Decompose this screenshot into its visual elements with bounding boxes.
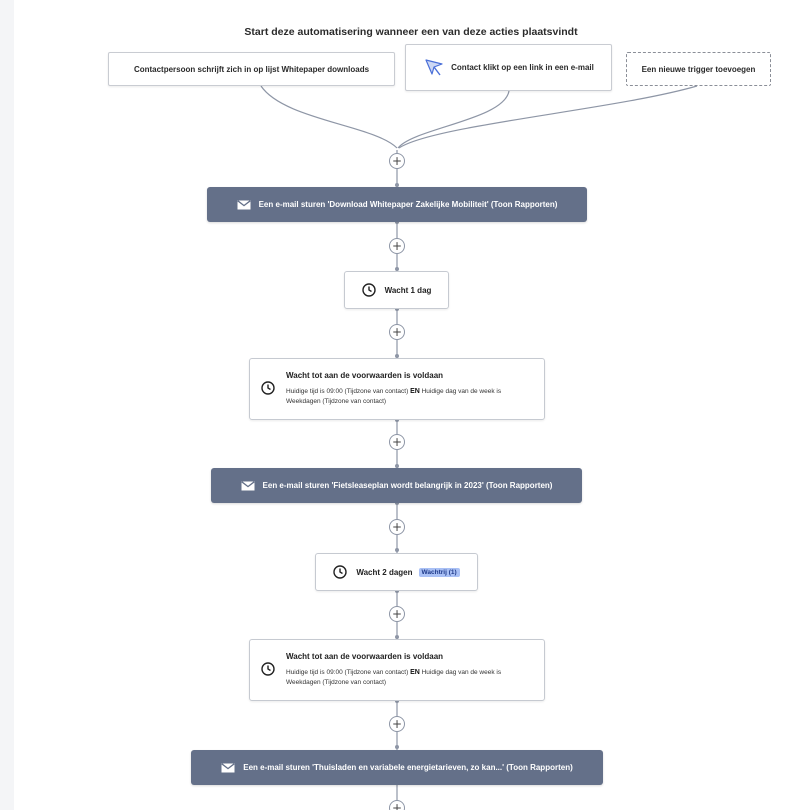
- email-step-label: Een e-mail sturen 'Thuisladen en variabe…: [243, 763, 573, 772]
- envelope-icon: [221, 762, 235, 773]
- trigger-link-click[interactable]: Contact klikt op een link in een e-mail: [405, 44, 612, 91]
- wait-until-condition-step[interactable]: Wacht tot aan de voorwaarden is voldaan …: [249, 358, 545, 420]
- trigger-label: Contactpersoon schrijft zich in op lijst…: [133, 64, 370, 74]
- plus-icon: +: [391, 801, 403, 810]
- trigger-connector-3: [398, 85, 698, 149]
- envelope-icon: [236, 199, 251, 210]
- add-step-button[interactable]: +: [389, 800, 405, 810]
- automation-canvas: Start deze automatisering wanneer een va…: [14, 0, 810, 810]
- email-step-label: Een e-mail sturen 'Fietsleaseplan wordt …: [262, 481, 553, 490]
- condition-description: Huidige tijd is 09:00 (Tijdzone van cont…: [286, 668, 536, 688]
- plus-icon: +: [391, 520, 403, 534]
- add-step-button[interactable]: +: [389, 519, 405, 535]
- condition-join: EN: [410, 388, 420, 395]
- add-step-button[interactable]: +: [389, 324, 405, 340]
- plus-icon: +: [391, 325, 403, 339]
- wait-step[interactable]: Wacht 2 dagen Wachtrij (1): [315, 553, 478, 591]
- condition-part-day: Huidige dag van de week is Weekdagen (Ti…: [286, 669, 502, 686]
- condition-title: Wacht tot aan de voorwaarden is voldaan: [286, 652, 444, 661]
- trigger-connector-1: [260, 85, 398, 149]
- trigger-connector-2: [397, 90, 510, 149]
- condition-part-time: Huidige tijd is 09:00 (Tijdzone van cont…: [286, 388, 409, 395]
- condition-description: Huidige tijd is 09:00 (Tijdzone van cont…: [286, 387, 536, 407]
- wait-until-condition-step[interactable]: Wacht tot aan de voorwaarden is voldaan …: [249, 639, 545, 701]
- add-step-button[interactable]: +: [389, 434, 405, 450]
- clock-icon: [361, 283, 376, 297]
- plus-icon: +: [391, 607, 403, 621]
- email-step-label: Een e-mail sturen 'Download Whitepaper Z…: [258, 200, 558, 209]
- send-email-step[interactable]: Een e-mail sturen 'Fietsleaseplan wordt …: [211, 468, 582, 503]
- plus-icon: +: [391, 435, 403, 449]
- clock-icon: [261, 662, 275, 676]
- wait-step[interactable]: Wacht 1 dag: [344, 271, 449, 309]
- send-email-step[interactable]: Een e-mail sturen 'Thuisladen en variabe…: [191, 750, 603, 785]
- clock-icon: [333, 565, 348, 579]
- add-step-button[interactable]: +: [389, 716, 405, 732]
- trigger-label: Contact klikt op een link in een e-mail: [451, 63, 594, 72]
- add-trigger-label: Een nieuwe trigger toevoegen: [641, 64, 756, 74]
- workflow-title: Start deze automatisering wanneer een va…: [244, 26, 578, 38]
- send-email-step[interactable]: Een e-mail sturen 'Download Whitepaper Z…: [207, 187, 587, 222]
- wait-step-label: Wacht 2 dagen: [356, 567, 413, 577]
- envelope-icon: [240, 480, 255, 491]
- add-step-button[interactable]: +: [389, 238, 405, 254]
- queue-badge[interactable]: Wachtrij (1): [418, 567, 460, 577]
- clock-icon: [261, 381, 275, 395]
- condition-join: EN: [410, 669, 420, 676]
- add-trigger-button[interactable]: Een nieuwe trigger toevoegen: [626, 52, 771, 86]
- condition-part-day: Huidige dag van de week is Weekdagen (Ti…: [286, 388, 502, 405]
- condition-title: Wacht tot aan de voorwaarden is voldaan: [286, 371, 444, 380]
- plus-icon: +: [391, 154, 403, 168]
- wait-step-label: Wacht 1 dag: [384, 285, 432, 295]
- plus-icon: +: [391, 239, 403, 253]
- add-step-button[interactable]: +: [389, 606, 405, 622]
- cursor-click-icon: [423, 58, 445, 78]
- add-step-button[interactable]: +: [389, 153, 405, 169]
- condition-part-time: Huidige tijd is 09:00 (Tijdzone van cont…: [286, 669, 409, 676]
- plus-icon: +: [391, 717, 403, 731]
- trigger-list-subscribe[interactable]: Contactpersoon schrijft zich in op lijst…: [108, 52, 395, 86]
